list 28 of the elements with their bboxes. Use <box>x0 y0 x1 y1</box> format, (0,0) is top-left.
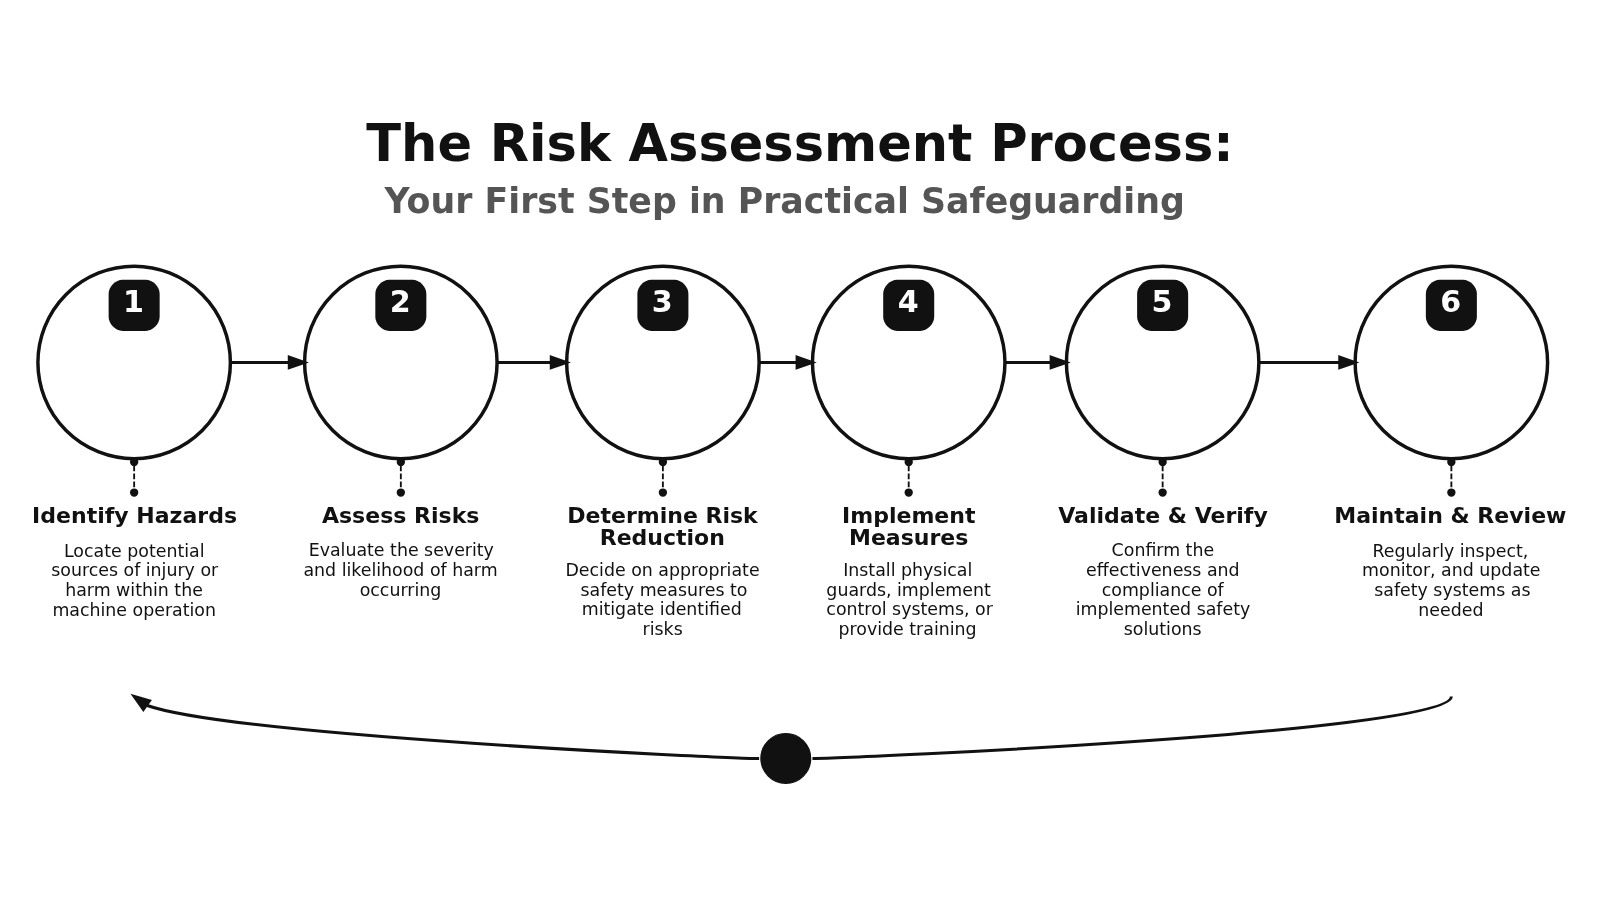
node-circle: 3 <box>564 264 761 461</box>
node-circle: 5 <box>1064 264 1261 461</box>
label: Your First Step in Practical Safeguarding <box>384 180 1185 221</box>
node-text: Validate & Verify Confirm the effectiveness and compliance of implemented safety solutions <box>1058 502 1268 639</box>
connector <box>1447 457 1456 497</box>
arrow <box>759 355 817 370</box>
node-text: Determine Risk Reduction Decide on appropriate safety measures to mitigate identified risks <box>565 502 760 639</box>
node-circle: 6 <box>1353 264 1550 461</box>
connector <box>658 457 668 497</box>
arrow <box>230 355 309 370</box>
connector <box>904 457 913 497</box>
node-circle: 2 <box>302 264 499 461</box>
connector <box>812 695 1453 760</box>
node-circle: 4 <box>810 264 1007 461</box>
connector <box>129 457 139 497</box>
node-circle <box>760 732 812 784</box>
node-text: Identify Hazards Locate potential sources of injury or harm within the machine operation <box>32 503 238 620</box>
node-circle: 1 <box>36 264 233 461</box>
arrow <box>130 693 760 760</box>
connector <box>1158 457 1167 497</box>
arrow <box>497 355 571 370</box>
arrow <box>1005 355 1071 370</box>
arrow <box>1259 355 1360 370</box>
node-text: Assess Risks Evaluate the severity and likelihood of harm occurring <box>303 502 498 600</box>
node-text: Maintain & Review Regularly inspect, monitor, and update safety systems as needed <box>1334 503 1567 620</box>
node-text: Implement Measures Install physical guards, implement control systems, or provide training <box>826 502 993 639</box>
connector <box>396 457 405 497</box>
diagram-title: The Risk Assessment Process: <box>366 113 1234 173</box>
